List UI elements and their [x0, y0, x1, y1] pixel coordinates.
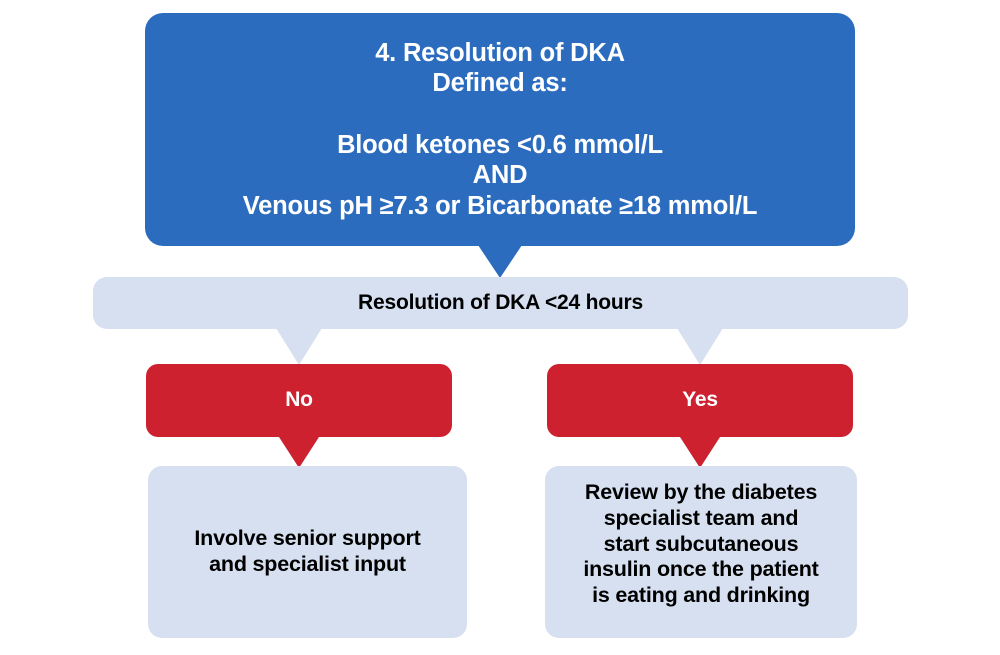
node-outcome-yes: Review by the diabetes specialist team a… [545, 466, 857, 638]
node-resolution-definition: 4. Resolution of DKA Defined as: Blood k… [145, 13, 855, 246]
arrow-down-icon-definition-to-time [478, 245, 522, 278]
arrow-down-icon-branch-no [276, 328, 322, 365]
node-answer-no: No [146, 364, 452, 437]
node-resolution-time: Resolution of DKA <24 hours [93, 277, 908, 329]
node-answer-no-label: No [285, 388, 313, 412]
node-outcome-yes-label: Review by the diabetes specialist team a… [583, 480, 819, 608]
node-resolution-definition-label: 4. Resolution of DKA Defined as: Blood k… [242, 38, 758, 220]
node-answer-yes: Yes [547, 364, 853, 437]
arrow-down-icon-no-to-outcome [279, 437, 319, 468]
arrow-down-icon-branch-yes [677, 328, 723, 365]
arrow-down-icon-yes-to-outcome [680, 437, 720, 468]
node-outcome-no: Involve senior support and specialist in… [148, 466, 467, 638]
node-resolution-time-label: Resolution of DKA <24 hours [358, 290, 643, 314]
node-outcome-no-label: Involve senior support and specialist in… [194, 526, 421, 576]
node-answer-yes-label: Yes [682, 388, 718, 412]
